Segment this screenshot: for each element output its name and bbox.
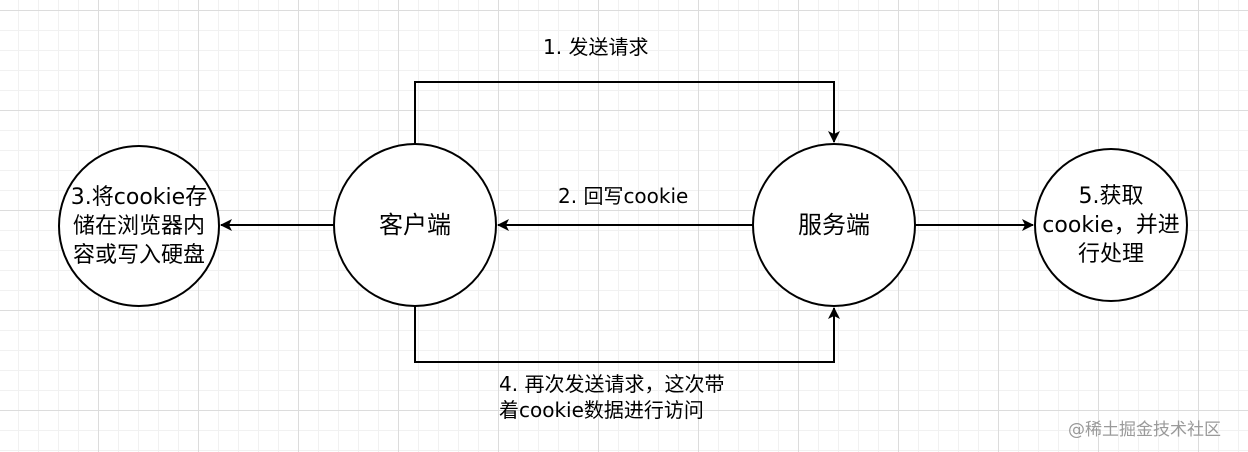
edge-resend-line-2: 着cookie数据进行访问 [499, 398, 704, 422]
process-node-label: 5.获取 cookie，并进 行处理 [1035, 149, 1187, 301]
edge-resend-label: 4. 再次发送请求，这次带 着cookie数据进行访问 [499, 371, 724, 423]
store-node-line-2: 储在浏览器内 [72, 213, 205, 239]
edge-send-request-label: 1. 发送请求 [543, 35, 649, 59]
client-node-label: 客户端 [379, 210, 451, 239]
process-node-line-3: 行处理 [1077, 241, 1144, 267]
edge-write-back-label: 2. 回写cookie [558, 184, 689, 208]
process-node-line-1: 5.获取 [1078, 183, 1144, 209]
edge-send-request[interactable] [414, 81, 840, 144]
store-node-line-1: 3.将cookie存 [70, 184, 208, 210]
edge-resend[interactable] [414, 306, 840, 363]
store-node-line-3: 容或写入硬盘 [72, 242, 205, 268]
store-node-label: 3.将cookie存 储在浏览器内 容或写入硬盘 [59, 146, 219, 306]
edge-resend-line-1: 4. 再次发送请求，这次带 [499, 372, 725, 396]
watermark: @稀土掘金技术社区 [1068, 420, 1221, 440]
server-node-label: 服务端 [798, 210, 870, 239]
store-node-circle[interactable] [58, 145, 220, 307]
process-node-line-2: cookie，并进 [1042, 212, 1180, 238]
process-node-circle[interactable] [1034, 148, 1188, 302]
